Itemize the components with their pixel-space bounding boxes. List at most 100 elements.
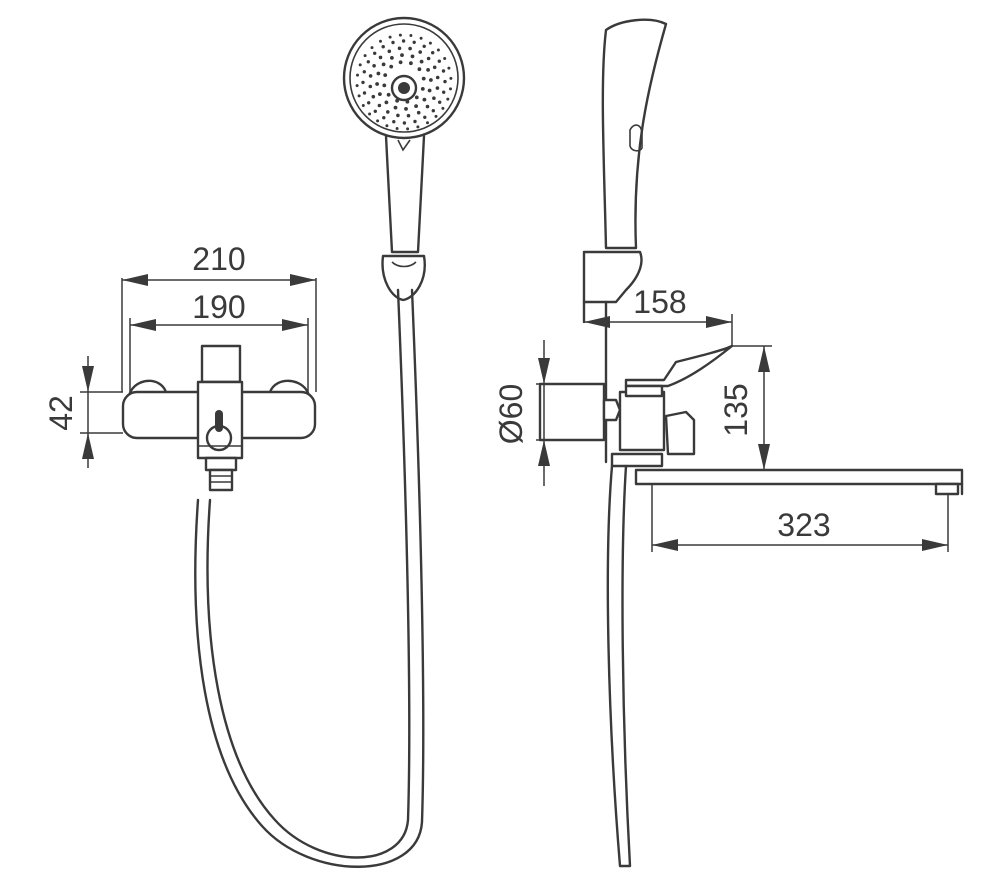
nozzle (429, 78, 433, 82)
shower-head-outer (342, 16, 466, 140)
diverter-lever (215, 410, 223, 432)
nozzle (392, 120, 396, 124)
dim-135-label: 135 (718, 383, 754, 436)
nozzle (382, 116, 386, 120)
nozzle (395, 98, 399, 103)
spout-aerator (934, 482, 960, 496)
side-hose (606, 464, 632, 868)
nozzle (370, 46, 374, 50)
nozzle (420, 87, 425, 91)
nozzle (443, 57, 447, 60)
nozzle (388, 35, 392, 39)
nozzle (446, 97, 450, 101)
shower-head-inner (349, 23, 459, 133)
nozzle (386, 110, 390, 114)
nozzle (416, 110, 421, 115)
nozzle (387, 49, 392, 54)
nozzle (373, 109, 377, 114)
nozzle (418, 50, 423, 54)
nozzle (357, 94, 361, 98)
nozzle (419, 59, 424, 64)
nozzle (422, 97, 427, 102)
nozzle (441, 106, 445, 110)
nozzle (376, 119, 380, 123)
nozzle (409, 34, 413, 37)
nozzle (435, 86, 440, 90)
nozzle (393, 105, 398, 110)
shower-holder (582, 250, 643, 304)
nozzle (362, 70, 366, 74)
nozzle (443, 79, 447, 84)
nozzle (423, 115, 427, 120)
front-view-mixer (121, 344, 317, 492)
nozzle (437, 59, 441, 63)
cartridge-cap (200, 344, 242, 384)
nozzle (438, 100, 442, 104)
nozzle (434, 114, 438, 118)
nozzle (371, 94, 376, 99)
shower-hose (194, 288, 425, 868)
nozzle (409, 61, 413, 66)
nozzle (431, 51, 435, 55)
nozzle (435, 75, 440, 80)
nozzle (373, 51, 377, 55)
dim-210-label: 210 (192, 241, 245, 277)
nozzle (375, 82, 379, 86)
nozzle (385, 124, 389, 128)
nozzle (413, 119, 417, 124)
nozzle (402, 121, 407, 125)
side-shower-button (629, 124, 643, 152)
hose-cone (381, 254, 426, 302)
nozzle (400, 53, 404, 57)
nozzle (389, 64, 394, 69)
nozzle (398, 60, 403, 65)
nozzle (366, 60, 370, 64)
nozzle (356, 73, 359, 77)
nozzle (368, 112, 372, 116)
shower-center-dot (398, 82, 410, 94)
nozzle (361, 80, 365, 85)
nozzle (382, 83, 387, 88)
nozzle (432, 96, 436, 100)
shower-handle (384, 134, 426, 254)
nozzle (376, 71, 381, 76)
mixer-lever (624, 344, 734, 388)
nozzle (426, 68, 430, 72)
hand-shower (342, 16, 466, 302)
spout-collar (610, 452, 664, 468)
side-dimensions (536, 314, 949, 552)
nozzle (410, 54, 415, 59)
nozzle (361, 104, 365, 107)
dim-190-label: 190 (192, 289, 245, 325)
nozzle (416, 125, 420, 129)
nozzle (355, 84, 359, 88)
dim-158-label: 158 (633, 284, 686, 320)
nozzle (422, 44, 426, 48)
nozzle (381, 62, 386, 67)
side-view-mixer (538, 18, 964, 868)
nozzle (449, 87, 452, 91)
nozzle (379, 39, 382, 43)
nozzle (372, 64, 376, 68)
nozzle (391, 40, 395, 45)
nozzle (362, 91, 367, 95)
nozzle (404, 107, 408, 111)
side-shower-head (601, 18, 668, 250)
hose-nut (204, 456, 238, 472)
side-body (618, 390, 666, 452)
nozzle (378, 92, 382, 96)
nozzle (398, 33, 402, 37)
nozzle (449, 76, 453, 80)
nozzle (417, 67, 422, 72)
nozzle (401, 39, 406, 43)
shower-handle-notch (397, 139, 411, 152)
nozzle (414, 104, 418, 108)
hose-inner (194, 288, 425, 868)
nozzle (381, 45, 385, 49)
nozzle (426, 56, 431, 61)
right-eccentric (268, 379, 310, 395)
nozzle (412, 40, 416, 44)
nozzle (427, 88, 432, 93)
nozzle (431, 109, 435, 113)
